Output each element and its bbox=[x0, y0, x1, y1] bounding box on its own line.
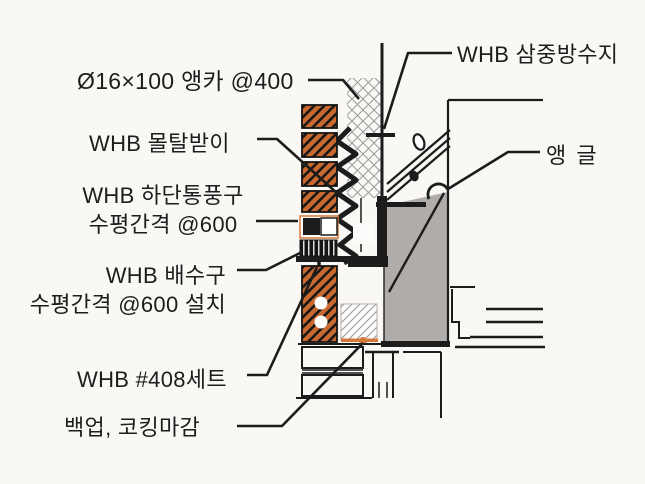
label-set408: WHB #408세트 bbox=[77, 367, 227, 392]
label-anchor: Ø16×100 앵카 @400 bbox=[77, 68, 294, 94]
weep-hole bbox=[314, 296, 328, 310]
leader-set408 bbox=[247, 266, 319, 377]
label-mortar-catch: WHB 몰탈받이 bbox=[89, 131, 230, 156]
leader-lines bbox=[237, 51, 540, 428]
panel-bottom-edge bbox=[381, 341, 450, 347]
angle-horizontal-leg bbox=[376, 202, 426, 207]
weld-mark bbox=[412, 133, 426, 151]
label-angle: 앵 글 bbox=[546, 143, 599, 168]
vent-opening-dark bbox=[303, 218, 320, 235]
leader-anchor bbox=[308, 78, 360, 100]
weep-hole bbox=[314, 315, 328, 329]
steel-angle bbox=[376, 129, 451, 293]
frame-outline bbox=[446, 98, 545, 349]
label-backup-caulk: 백업, 코킹마감 bbox=[64, 415, 201, 440]
label-lower-vent: WHB 하단통풍구 수평간격 @600 bbox=[70, 181, 256, 239]
leader-mortar bbox=[257, 137, 340, 196]
backup-caulking bbox=[340, 303, 378, 345]
label-drain-line2: 수평간격 @600 설치 bbox=[29, 292, 226, 317]
leader-drain bbox=[237, 250, 303, 272]
weld-dot bbox=[409, 170, 419, 182]
leader-backup bbox=[237, 342, 364, 428]
leader-waterproof bbox=[382, 51, 452, 130]
stone-panel bbox=[381, 192, 450, 347]
angle-brace-diagonal bbox=[387, 192, 446, 293]
sill-section bbox=[296, 343, 442, 418]
label-waterproof: WHB 삼중방수지 bbox=[457, 42, 619, 67]
wall-membrane bbox=[366, 43, 395, 267]
label-drain: WHB 배수구 수평간격 @600 설치 bbox=[10, 261, 226, 319]
weld-dome bbox=[426, 182, 450, 200]
mortar-catch-zigzag bbox=[334, 126, 374, 266]
label-drain-line1: WHB 배수구 bbox=[105, 263, 226, 288]
leader-angle bbox=[447, 150, 540, 191]
lower-vent-grille bbox=[299, 239, 338, 257]
label-lower-vent-line1: WHB 하단통풍구 bbox=[82, 183, 244, 208]
cavity-notch bbox=[353, 223, 374, 244]
brick-column bbox=[299, 104, 339, 343]
label-lower-vent-line2: 수평간격 @600 bbox=[88, 212, 238, 237]
vent-opening-light bbox=[320, 217, 338, 236]
